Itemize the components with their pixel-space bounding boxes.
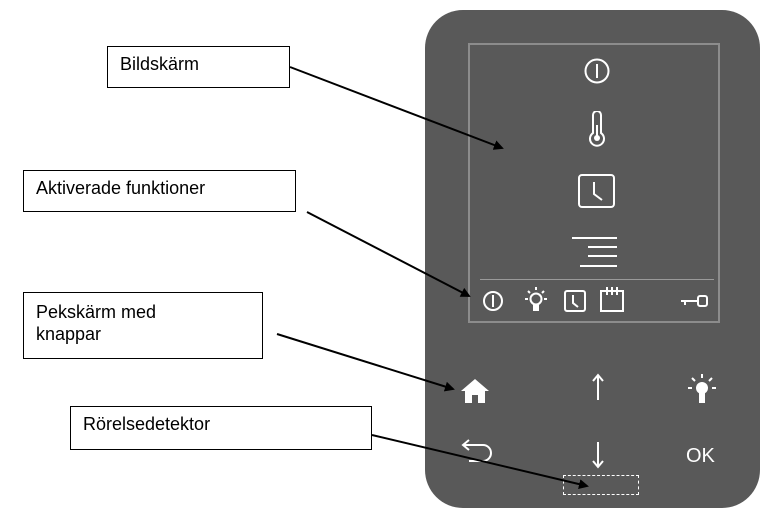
status-power-icon	[483, 291, 503, 311]
status-separator	[480, 279, 714, 280]
arrow-motion-detector	[371, 434, 589, 490]
callout-motion-detector: Rörelsedetektor	[70, 406, 372, 450]
arrow-active-functions	[306, 211, 471, 297]
arrow-up-icon[interactable]	[590, 372, 606, 402]
status-clock-icon	[564, 290, 586, 312]
callout-motion-detector-label: Rörelsedetektor	[83, 414, 211, 434]
callout-touchscreen-buttons: Pekskärm med knappar	[23, 292, 263, 359]
arrow-display	[289, 66, 504, 150]
home-icon[interactable]	[460, 378, 490, 404]
arrow-touchscreen-buttons	[276, 333, 455, 392]
ok-button[interactable]: OK	[686, 445, 715, 467]
status-key-icon	[681, 295, 708, 307]
callout-active-functions: Aktiverade funktioner	[23, 170, 296, 212]
motion-detector-area	[563, 475, 639, 495]
callout-touchscreen-buttons-label: Pekskärm med knappar	[36, 302, 157, 344]
status-lightbulb-icon	[525, 287, 547, 311]
clock-icon[interactable]	[577, 173, 617, 209]
callout-display: Bildskärm	[107, 46, 290, 88]
arrow-down-icon[interactable]	[590, 440, 606, 470]
thermometer-icon[interactable]	[586, 111, 608, 147]
display-screen	[468, 43, 720, 323]
status-calendar-icon	[600, 287, 624, 312]
lightbulb-icon[interactable]	[685, 373, 719, 407]
device-panel	[425, 10, 760, 508]
menu-lines-icon[interactable]	[570, 236, 622, 270]
callout-display-label: Bildskärm	[120, 54, 200, 74]
callout-active-functions-label: Aktiverade funktioner	[36, 178, 206, 198]
power-icon[interactable]	[583, 57, 611, 85]
